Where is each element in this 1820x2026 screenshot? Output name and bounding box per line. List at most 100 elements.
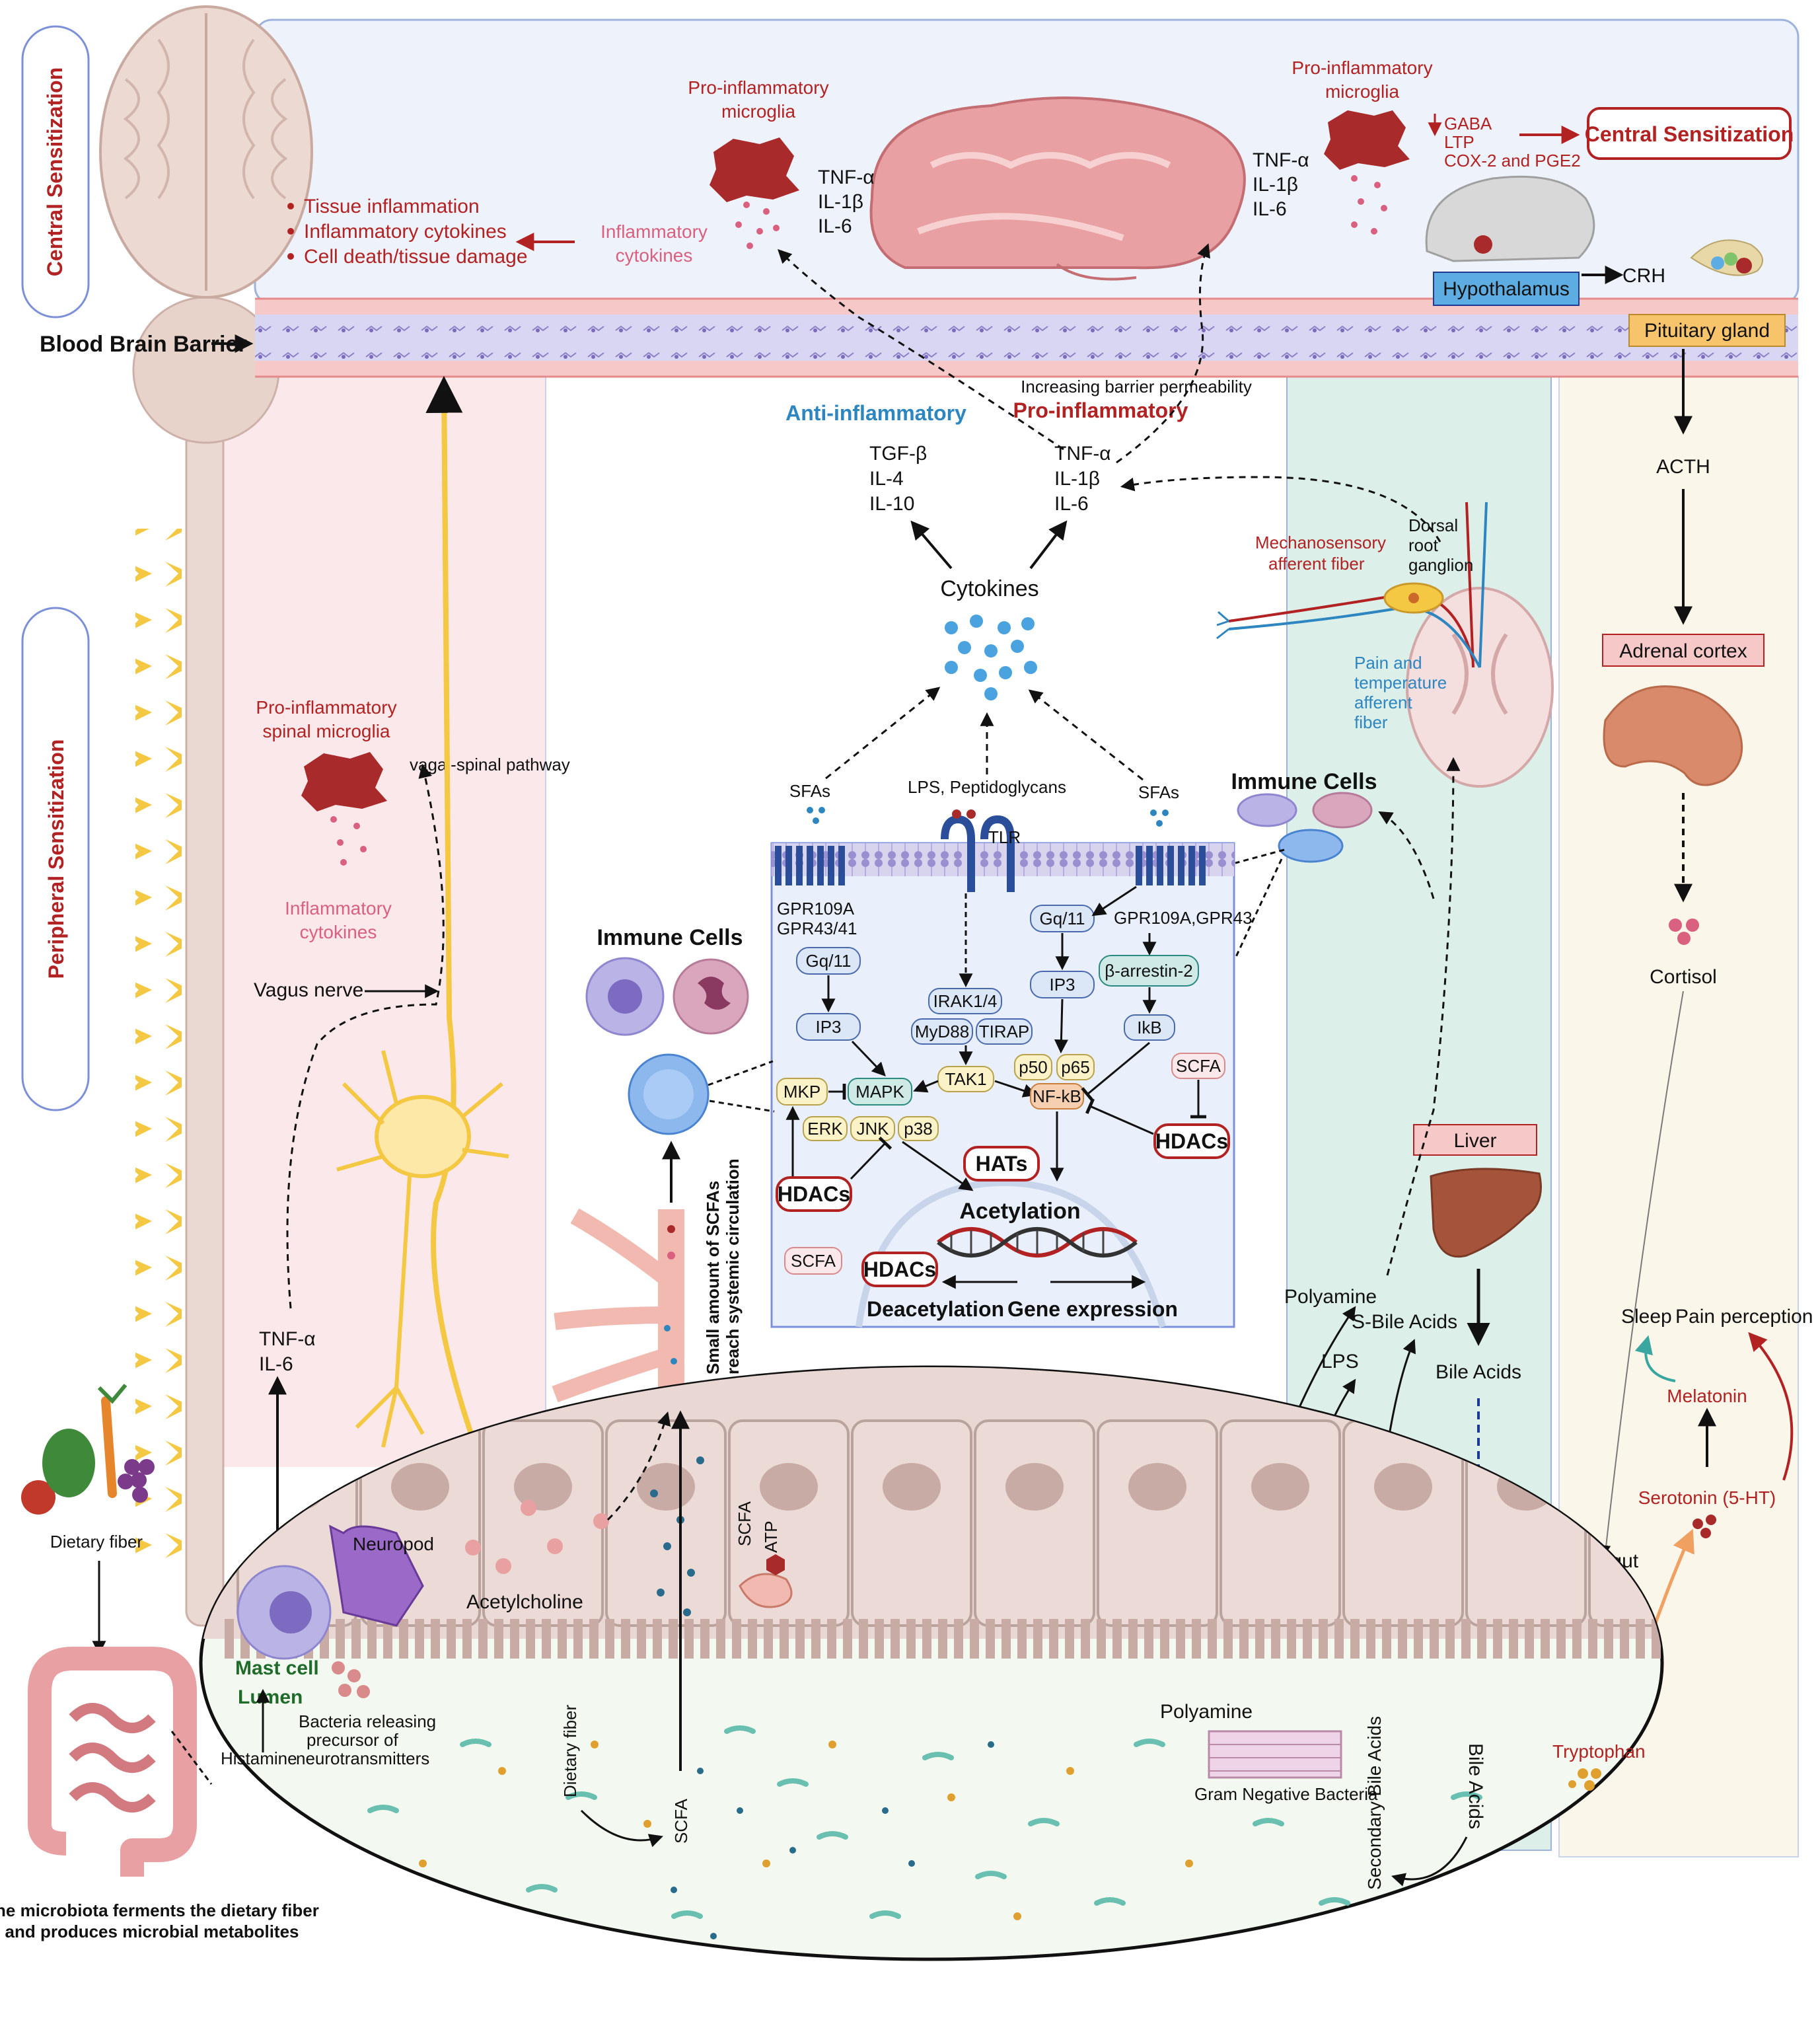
mast-label: Mast cell: [235, 1657, 319, 1679]
cortisol-dots: [1669, 919, 1699, 945]
pro-label: Pro-inflammatory: [1013, 398, 1188, 422]
p38-box: [898, 1116, 939, 1141]
adrenal-gland-icon: [1603, 685, 1743, 786]
melatonin-label: Melatonin: [1667, 1386, 1747, 1406]
mitochondria-icon: [739, 1573, 793, 1608]
cyt-to-pro: [1029, 520, 1068, 570]
gq-left-box: [796, 947, 861, 975]
vagus-label: Vagus nerve: [254, 979, 363, 1001]
jnk-box: [850, 1116, 895, 1141]
p50-label: p50: [1019, 1057, 1047, 1077]
mechano-line1: Mechanosensory: [1255, 533, 1386, 552]
bile-to-secondary: [1391, 1836, 1468, 1887]
peripheral-pill: [21, 607, 90, 1111]
nfkb-label: NF-kB: [1033, 1086, 1081, 1106]
nucleus-outline: [855, 1179, 1166, 1328]
gut-to-immune-right: [1378, 811, 1435, 899]
mechano-line2: afferent fiber: [1268, 554, 1365, 574]
p50-box: [1014, 1054, 1052, 1080]
caption-line1: The microbiota ferments the dietary fibe…: [0, 1900, 319, 1920]
p38-label: p38: [904, 1119, 932, 1139]
hdacs-right-box: [1153, 1123, 1230, 1159]
tryptophan-label: Tryptophan: [1552, 1741, 1646, 1762]
pituitary-box: [1628, 314, 1786, 347]
spinal-cord-section: [1216, 502, 1554, 788]
tak1-label: TAK1: [945, 1069, 986, 1089]
barrestin-label: β-arrestin-2: [1105, 961, 1192, 981]
dietary-fiber-label: Dietary fiber: [50, 1532, 143, 1552]
immune-right-link-2: [1235, 848, 1285, 864]
microglia-right-icon: [1324, 110, 1410, 170]
gq-right-label: Gq/11: [1040, 909, 1085, 928]
barrestin-box: [1099, 955, 1199, 987]
immune-link-top: [708, 1060, 774, 1086]
ikb-inhibits-nfkb: [1081, 1041, 1150, 1102]
effect-1: Tissue inflammation: [304, 196, 480, 217]
erk-box: [803, 1116, 848, 1141]
ip3-left-label: IP3: [815, 1017, 841, 1037]
immune-cell-1-nucleus: [608, 979, 642, 1014]
effects-list: Tissue inflammation Inflammatory cytokin…: [287, 196, 528, 268]
mast-cell: [237, 1565, 332, 1660]
micro-left-line2: microglia: [721, 101, 795, 122]
anti-tgf: TGF-β: [869, 443, 927, 465]
pain-line2: temperature: [1354, 673, 1447, 693]
scfa-lumen-label: SCFA: [671, 1798, 691, 1844]
mapk-label: MAPK: [855, 1082, 904, 1102]
scfa-right-box: [1171, 1053, 1225, 1079]
micro-left-line1: Pro-inflammatory: [688, 77, 828, 98]
hdac-inhibits-mapk: [850, 1136, 892, 1180]
cyt-left-il1: IL-1β: [818, 191, 863, 213]
polyamine-up-label: Polyamine: [1284, 1286, 1377, 1308]
atp-hexagon-icon: [766, 1554, 785, 1575]
ip3-right-label: IP3: [1049, 975, 1075, 994]
polyamine-to-drg: [1386, 757, 1461, 1276]
irak-box: [928, 988, 1002, 1014]
immune-right-cell-1: [1237, 793, 1297, 827]
effect-2: Inflammatory cytokines: [304, 221, 507, 243]
inflam-cyt-line2: cytokines: [616, 245, 693, 266]
hdacs-left-label: HDACs: [778, 1182, 850, 1206]
intestine-to-gut: [170, 1731, 213, 1785]
immune-cell-2-nucleus: [698, 977, 731, 1010]
cyt-right-il6: IL-6: [1253, 198, 1287, 220]
mapk-box: [848, 1078, 912, 1106]
serotonin-dots: [1693, 1515, 1716, 1538]
hdacs-left-box: [776, 1176, 852, 1212]
irak-label: IRAK1/4: [933, 991, 998, 1011]
dna-helix: [937, 1227, 1138, 1257]
pro-il6: IL-6: [1054, 493, 1089, 515]
metabolite-dots: [419, 1741, 1576, 1939]
dorsal-line2: root: [1408, 535, 1439, 555]
spinal-cytokine-dots: [330, 816, 367, 866]
ip3-left-box: [796, 1013, 861, 1041]
tlr-receptor: [941, 815, 1015, 892]
sfas-left-dots: [807, 807, 825, 824]
central-sensitization-text: Central Sensitization: [1585, 122, 1794, 146]
bacteria-line3: neurotransmitters: [296, 1748, 429, 1768]
hdac-inhibits-nfkb: [1085, 1098, 1154, 1135]
gq-left-label: Gq/11: [806, 951, 852, 971]
hypothalamus-label: Hypothalamus: [1443, 278, 1570, 300]
adrenal-box: [1602, 634, 1765, 667]
mapk-to-acetylation: [902, 1141, 974, 1191]
vagal-label: vagal-spinal pathway: [410, 755, 570, 774]
liver-label: Liver: [1453, 1130, 1496, 1152]
serotonin-to-pain: [1748, 1332, 1794, 1481]
vessel-line1: Small amount of SCFAs: [703, 1181, 723, 1374]
micro-right-line1: Pro-inflammatory: [1292, 57, 1432, 78]
tirap-label: TIRAP: [979, 1022, 1030, 1041]
cytokine-cluster: [945, 615, 1037, 700]
tryptophan-dots: [1578, 1768, 1601, 1791]
sfas-right-label: SFAs: [1138, 782, 1179, 802]
hats-box: [963, 1146, 1040, 1182]
gpr-right-label: GPR109A,GPR43: [1114, 908, 1253, 928]
cyt-to-anti: [910, 520, 953, 570]
secondary-bile-label: Secondary Bile Acids: [1364, 1716, 1385, 1890]
adrenal-label: Adrenal cortex: [1619, 640, 1747, 662]
tlr-label: TLR: [988, 827, 1021, 847]
blood-brain-barrier: [255, 297, 1798, 378]
lumen-label: Lumen: [238, 1686, 303, 1708]
hdacs-bottom-label: HDACs: [863, 1257, 936, 1281]
spinal-inflam-line1: Inflammatory: [285, 898, 392, 919]
